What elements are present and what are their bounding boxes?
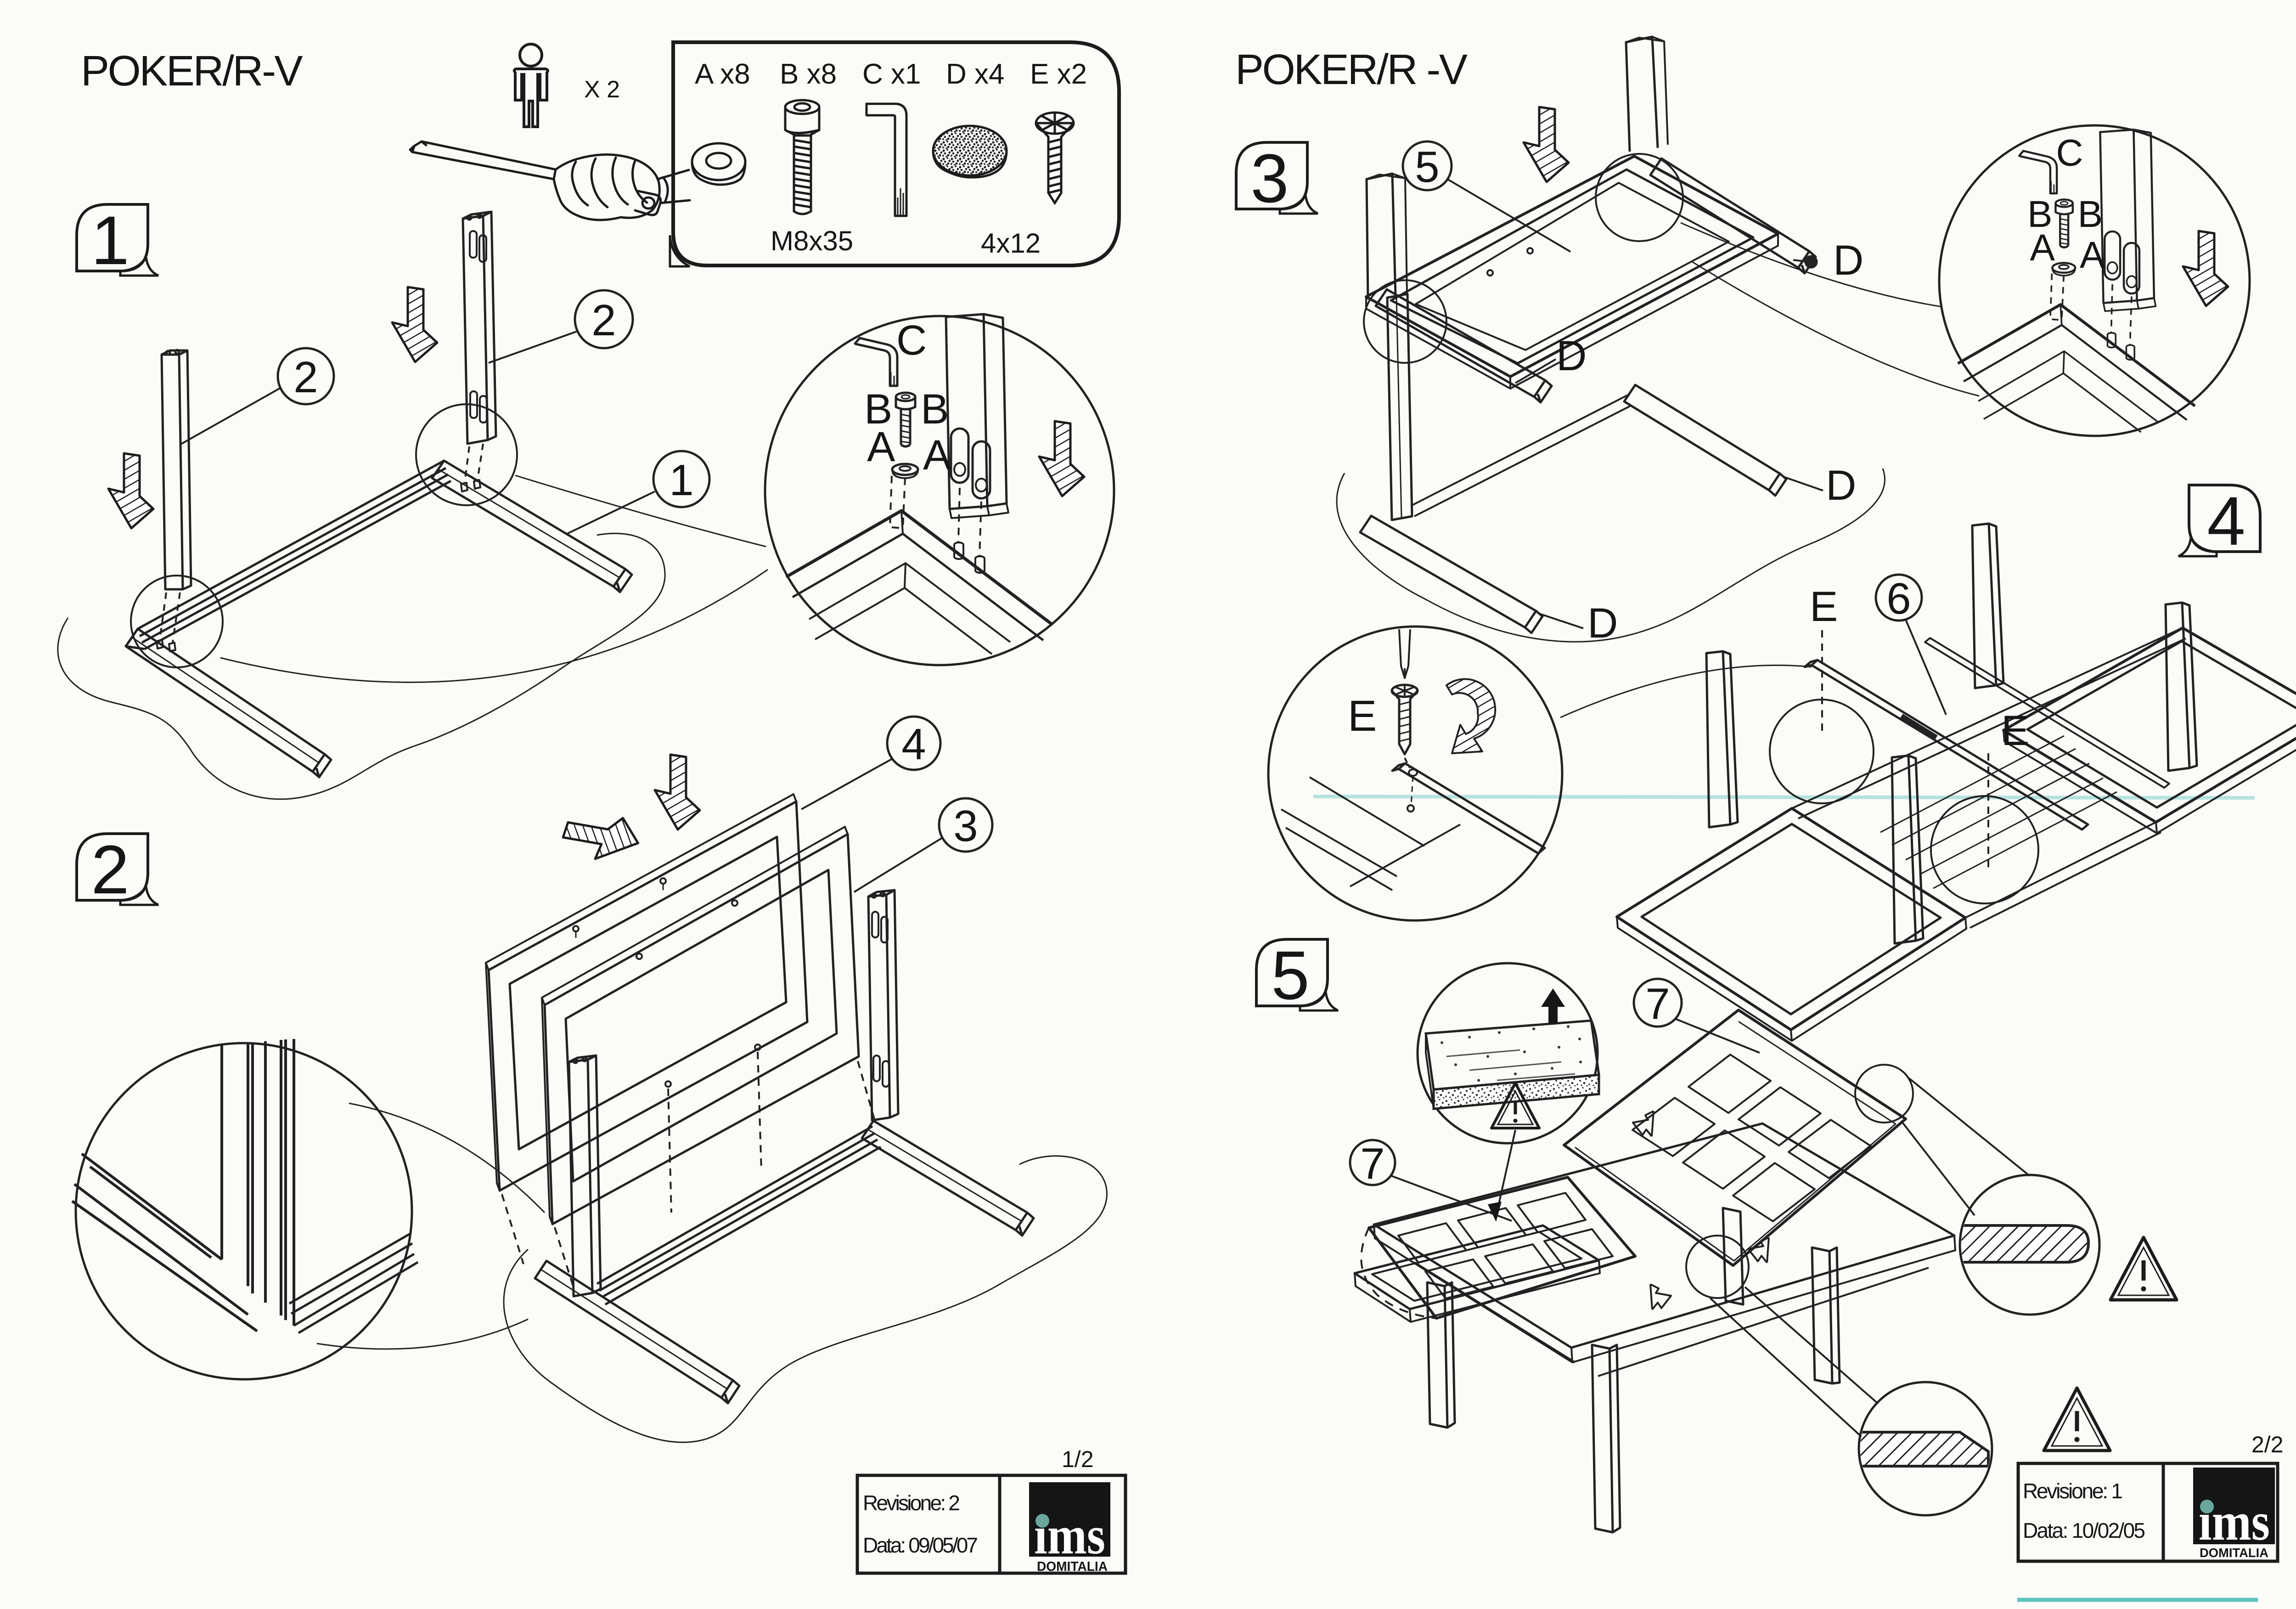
svg-text:4: 4 [901, 720, 926, 769]
svg-text:ıms: ıms [1034, 1505, 1105, 1565]
svg-text:M8x35: M8x35 [771, 226, 853, 256]
svg-text:B: B [921, 386, 949, 433]
svg-text:Data: 10/02/05: Data: 10/02/05 [2023, 1519, 2145, 1542]
svg-text:5: 5 [1415, 142, 1439, 192]
svg-text:4: 4 [2207, 482, 2245, 559]
svg-text:5: 5 [1271, 937, 1309, 1014]
svg-text:A: A [867, 423, 895, 470]
svg-text:D: D [1556, 333, 1587, 379]
svg-text:Revisione: 1: Revisione: 1 [2023, 1479, 2123, 1503]
svg-text:2: 2 [591, 296, 616, 345]
svg-text:2: 2 [293, 353, 318, 402]
svg-text:1: 1 [91, 202, 129, 279]
svg-text:A x8: A x8 [695, 58, 750, 90]
svg-text:D: D [1833, 237, 1863, 284]
svg-text:D: D [1826, 462, 1856, 509]
svg-text:DOMITALIA: DOMITALIA [2200, 1546, 2268, 1560]
svg-text:2: 2 [91, 831, 129, 908]
svg-text:1: 1 [669, 456, 693, 505]
svg-text:D: D [1587, 600, 1618, 647]
svg-text:C x1: C x1 [862, 58, 921, 90]
svg-text:E: E [1810, 583, 1838, 630]
svg-text:C: C [896, 317, 927, 364]
svg-text:X 2: X 2 [584, 76, 620, 103]
svg-text:Revisione: 2: Revisione: 2 [863, 1491, 960, 1515]
svg-text:6: 6 [1886, 574, 1911, 623]
svg-text:POKER/R-V: POKER/R-V [81, 47, 303, 95]
svg-text:B: B [864, 386, 892, 433]
svg-text:E: E [1348, 692, 1377, 740]
svg-text:3: 3 [1250, 140, 1289, 217]
svg-text:7: 7 [1360, 1139, 1384, 1188]
svg-text:1/2: 1/2 [1062, 1446, 1094, 1472]
svg-text:E x2: E x2 [1030, 58, 1087, 90]
svg-text:DOMITALIA: DOMITALIA [1037, 1559, 1108, 1574]
svg-text:E: E [2001, 707, 2029, 754]
svg-text:4x12: 4x12 [981, 228, 1041, 259]
svg-text:D x4: D x4 [946, 58, 1004, 90]
svg-text:B x8: B x8 [780, 58, 837, 90]
svg-text:3: 3 [953, 802, 978, 851]
svg-text:2/2: 2/2 [2251, 1432, 2284, 1457]
svg-text:Data: 09/05/07: Data: 09/05/07 [863, 1533, 978, 1557]
svg-text:POKER/R -V: POKER/R -V [1235, 45, 1468, 93]
svg-text:7: 7 [1645, 979, 1670, 1028]
svg-text:A: A [923, 432, 951, 479]
